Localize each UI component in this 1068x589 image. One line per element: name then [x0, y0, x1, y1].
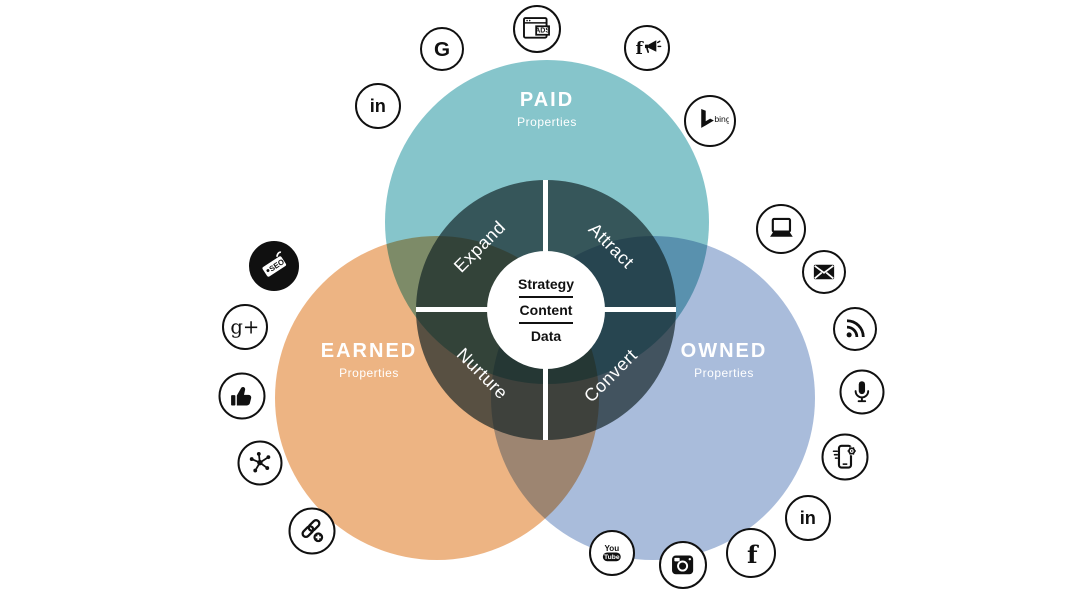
display-ads-icon: ADS — [513, 5, 561, 53]
svg-text:bing: bing — [714, 114, 729, 124]
owned-circle-label: OWNED Properties — [681, 340, 768, 380]
rss-feed-icon — [833, 307, 877, 351]
social-network-icon — [237, 440, 283, 486]
thumbs-up-icon — [218, 372, 266, 420]
svg-text:g+: g+ — [231, 316, 260, 339]
earned-circle-label: EARNED Properties — [321, 340, 417, 380]
podcast-mic-icon — [839, 369, 885, 415]
svg-text:f: f — [636, 38, 645, 58]
hub-item-content: Content — [519, 302, 573, 318]
hub-item-strategy: Strategy — [517, 276, 575, 292]
email-icon — [802, 250, 846, 294]
hub-divider — [519, 296, 573, 298]
laptop-icon — [756, 204, 806, 254]
facebook-ads-icon: f — [624, 25, 670, 71]
svg-text:You: You — [605, 544, 620, 553]
hub-divider — [519, 322, 573, 324]
svg-text:G: G — [434, 38, 450, 61]
earned-subtitle: Properties — [339, 366, 399, 380]
google-icon: G — [420, 27, 464, 71]
earned-title: EARNED — [320, 340, 418, 362]
hub-item-data: Data — [530, 328, 562, 344]
svg-text:in: in — [800, 508, 816, 528]
mobile-app-icon — [821, 433, 869, 481]
svg-text:Tube: Tube — [604, 554, 620, 561]
link-building-icon — [288, 507, 336, 555]
linkedin-icon: in — [785, 495, 831, 541]
owned-title: OWNED — [680, 340, 768, 362]
center-hub: Strategy Content Data — [487, 251, 605, 369]
paid-title: PAID — [519, 89, 575, 111]
svg-text:f: f — [747, 539, 759, 568]
instagram-icon — [659, 541, 707, 589]
bing-icon: bing — [684, 95, 736, 147]
owned-subtitle: Properties — [694, 366, 754, 380]
svg-text:in: in — [370, 96, 386, 116]
seo-tag-icon: SEO — [249, 241, 299, 291]
google-plus-icon: g+ — [222, 304, 268, 350]
svg-text:ADS: ADS — [536, 28, 551, 35]
linkedin-icon: in — [355, 83, 401, 129]
facebook-icon: f — [726, 528, 776, 578]
paid-circle-label: PAID Properties — [517, 89, 577, 129]
paid-subtitle: Properties — [517, 115, 577, 129]
